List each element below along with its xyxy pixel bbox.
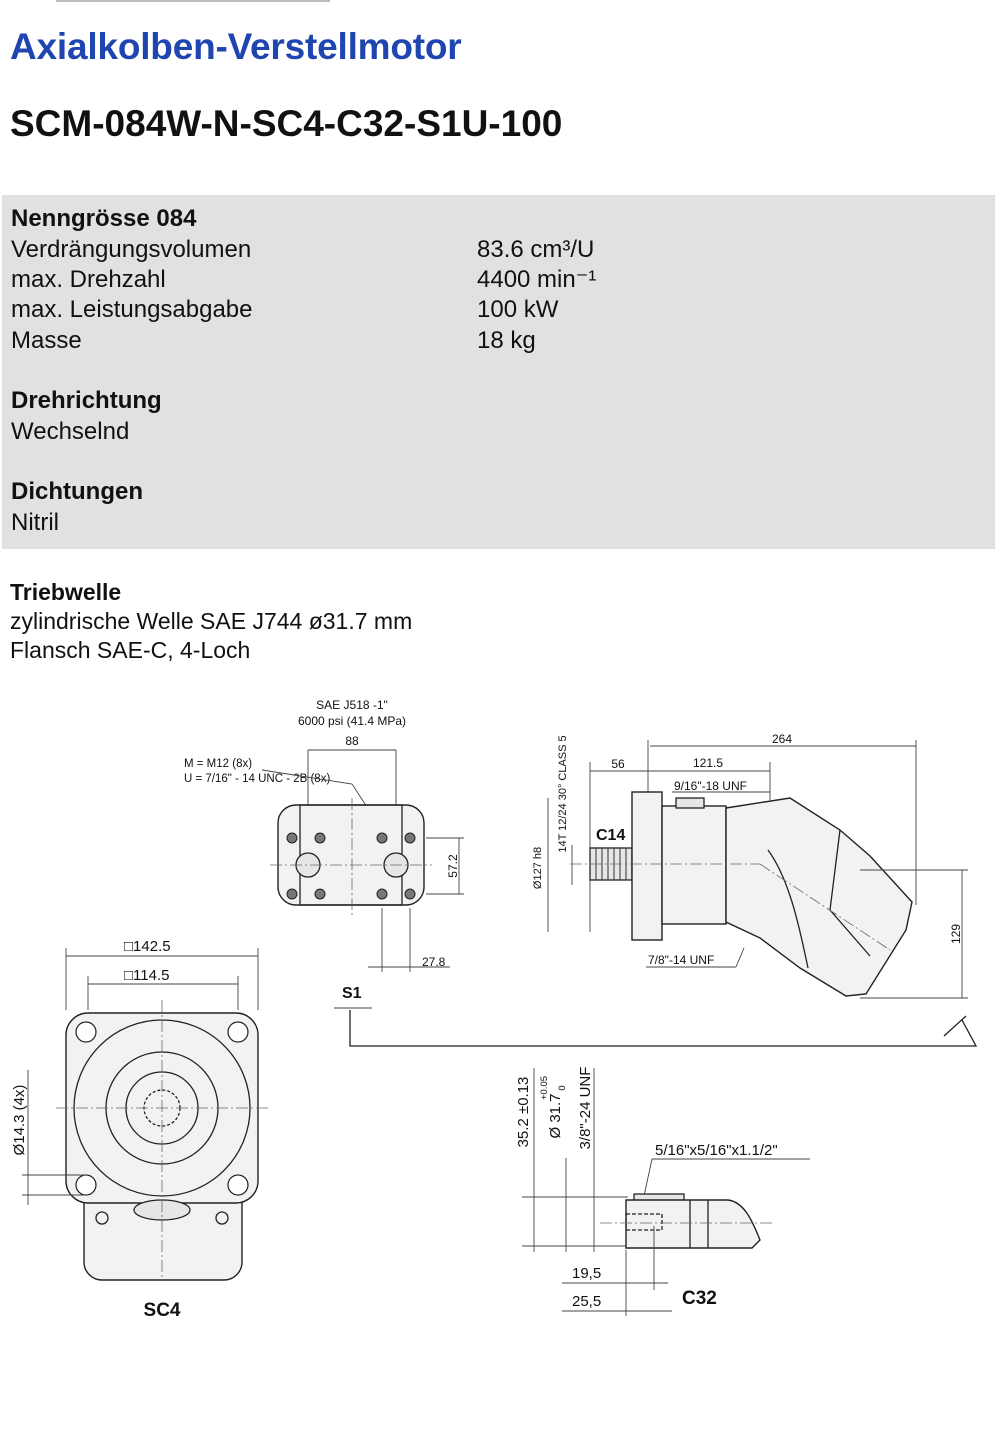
spec-value-speed: 4400 min⁻¹ <box>477 266 597 293</box>
dim-25-5: 25,5 <box>572 1293 601 1310</box>
port-9-16-label: 9/16"-18 UNF <box>674 779 747 793</box>
technical-drawing: SAE J518 -1" 6000 psi (41.4 MPa) 88 M = … <box>11 698 978 1321</box>
dim-121-5: 121.5 <box>693 756 723 770</box>
size-heading: Nenngrösse 084 <box>11 205 197 232</box>
dim-142-5: □142.5 <box>124 938 171 955</box>
flange-front-view-sc4: □142.5 □114.5 Ø14.3 (4x) SC4 <box>11 938 268 1321</box>
shaft-detail-c32: 35.2 ±0.13 Ø 31.7 +0.05 0 3/8"-24 UNF 5/… <box>515 1067 810 1316</box>
spec-value-displacement: 83.6 cm³/U <box>477 236 595 263</box>
dim-88: 88 <box>345 734 359 748</box>
page-title: Axialkolben-Verstellmotor <box>10 26 462 67</box>
shaft-line-2: Flansch SAE-C, 4-Loch <box>10 637 251 663</box>
seals-heading: Dichtungen <box>11 478 143 505</box>
spec-value-power: 100 kW <box>477 296 559 323</box>
label-c14: C14 <box>596 827 625 844</box>
seals-value: Nitril <box>11 509 59 536</box>
spline-label: 14T 12/24 30° CLASS 5 <box>557 735 569 852</box>
top-rule <box>56 0 330 2</box>
spec-label-mass: Masse <box>11 327 82 354</box>
key-label: 5/16"x5/16"x1.1/2" <box>655 1142 778 1159</box>
dim-127: Ø127 h8 <box>532 847 544 889</box>
label-sc4: SC4 <box>144 1300 181 1321</box>
dim-264: 264 <box>772 732 792 746</box>
spec-panel: Nenngrösse 084 Verdrängungsvolumen 83.6 … <box>2 195 995 549</box>
shaft-line-1: zylindrische Welle SAE J744 ø31.7 mm <box>10 608 413 634</box>
thread-m-label: M = M12 (8x) <box>184 758 252 770</box>
model-number: SCM-084W-N-SC4-C32-S1U-100 <box>10 103 563 144</box>
rotation-heading: Drehrichtung <box>11 387 162 414</box>
flange-standard-label: SAE J518 -1" <box>316 698 388 712</box>
dim-114-5: □114.5 <box>124 967 169 984</box>
dim-56: 56 <box>611 757 625 771</box>
thread-3-8-label: 3/8"-24 UNF <box>577 1067 594 1150</box>
motor-bent-housing <box>725 797 913 997</box>
spec-label-power: max. Leistungsabgabe <box>11 296 253 323</box>
thread-u-label: U = 7/16" - 14 UNC - 2B (8x) <box>184 773 330 785</box>
motor-side-view: 264 56 121.5 9/16"-18 UNF 14T 12/24 30° … <box>532 732 968 999</box>
dim-31-7: Ø 31.7 <box>547 1093 564 1138</box>
s1-bracket: S1 <box>334 985 978 1047</box>
dim-19-5: 19,5 <box>572 1265 601 1282</box>
dim-35-2: 35.2 ±0.13 <box>515 1077 532 1148</box>
dim-27-8: 27.8 <box>422 955 446 969</box>
mounting-flange <box>631 791 663 941</box>
spec-value-mass: 18 kg <box>477 327 536 354</box>
flange-pressure-label: 6000 psi (41.4 MPa) <box>298 714 406 728</box>
tol-lower: 0 <box>557 1085 568 1090</box>
rotation-value: Wechselnd <box>11 418 130 445</box>
port-flange-view: SAE J518 -1" 6000 psi (41.4 MPa) 88 M = … <box>184 698 464 972</box>
dim-57-2: 57.2 <box>446 854 460 878</box>
port-7-8-label: 7/8"-14 UNF <box>648 953 714 967</box>
label-c32: C32 <box>682 1288 717 1309</box>
spec-label-displacement: Verdrängungsvolumen <box>11 236 252 263</box>
label-s1: S1 <box>342 985 362 1002</box>
tol-upper: +0.05 <box>539 1076 550 1100</box>
dim-129: 129 <box>949 924 963 944</box>
shaft-c32 <box>625 1199 761 1249</box>
shaft-heading: Triebwelle <box>10 579 122 605</box>
spec-label-speed: max. Drehzahl <box>11 266 166 293</box>
dim-14-3: Ø14.3 (4x) <box>11 1085 28 1156</box>
motor-front-housing <box>661 805 727 925</box>
